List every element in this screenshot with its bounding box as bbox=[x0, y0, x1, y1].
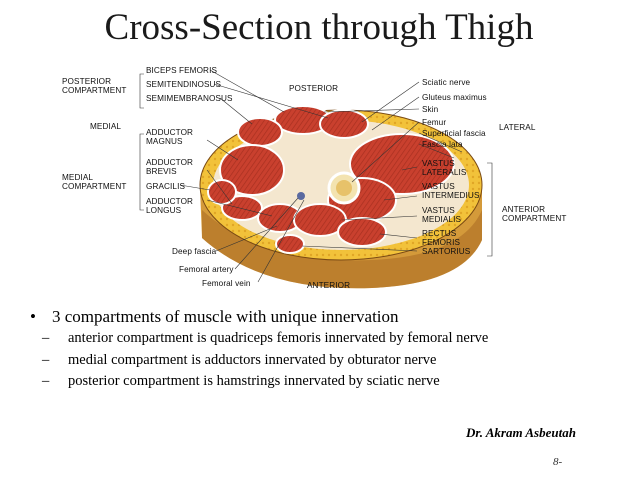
label-femur: Femur bbox=[422, 118, 446, 127]
sub-bullet: – posterior compartment is hamstrings in… bbox=[42, 371, 620, 393]
label-rectus-femoris-2: FEMORIS bbox=[422, 238, 460, 247]
label-vastus-intermedius-2: INTERMEDIUS bbox=[422, 191, 480, 200]
bullet-main-text: 3 compartments of muscle with unique inn… bbox=[52, 307, 399, 326]
sub-bullet-text: medial compartment is adductors innervat… bbox=[68, 351, 437, 368]
label-vastus-intermedius-1: VASTUS bbox=[422, 182, 455, 191]
sub-bullet-text: posterior compartment is hamstrings inne… bbox=[68, 373, 440, 389]
thigh-cross-section-diagram: POSTERIOR COMPARTMENT MEDIAL MEDIAL COMP… bbox=[62, 66, 566, 290]
label-vastus-medialis-1: VASTUS bbox=[422, 206, 455, 215]
dash-icon: – bbox=[42, 351, 50, 368]
label-posterior-compartment-2: COMPARTMENT bbox=[62, 86, 126, 95]
author-credit: Dr. Akram Asbeutah bbox=[466, 425, 576, 440]
label-femoral-vein: Femoral vein bbox=[202, 279, 251, 288]
bullet-list: • 3 compartments of muscle with unique i… bbox=[30, 306, 620, 393]
sub-bullet: – medial compartment is adductors innerv… bbox=[42, 350, 620, 372]
label-skin: Skin bbox=[422, 105, 439, 114]
label-vastus-lateralis-1: VASTUS bbox=[422, 159, 455, 168]
semitendinosus-muscle bbox=[319, 109, 369, 139]
label-medial-compartment-1: MEDIAL bbox=[62, 173, 93, 182]
sub-bullet-text: anterior compartment is quadriceps femor… bbox=[68, 330, 489, 346]
label-vastus-lateralis-2: LATERALIS bbox=[422, 168, 467, 177]
label-medial: MEDIAL bbox=[90, 122, 121, 131]
label-adductor-brevis-2: BREVIS bbox=[146, 167, 177, 176]
leader-lines bbox=[139, 69, 493, 283]
label-fascia-lata: Fascia lata bbox=[422, 140, 463, 149]
semimembranosus-muscle bbox=[237, 117, 283, 147]
femoral-vessel bbox=[297, 192, 305, 200]
adductor-brevis-muscle bbox=[221, 195, 263, 221]
label-posterior: POSTERIOR bbox=[289, 84, 338, 93]
label-semimembranosus: SEMIMEMBRANOSUS bbox=[146, 94, 233, 103]
bullet-dot-icon: • bbox=[30, 307, 36, 326]
bullet-main: • 3 compartments of muscle with unique i… bbox=[30, 306, 620, 328]
page-number: 8- bbox=[553, 456, 563, 468]
label-anterior-compartment-2: COMPARTMENT bbox=[502, 214, 566, 223]
label-medial-compartment-2: COMPARTMENT bbox=[62, 182, 126, 191]
dash-icon: – bbox=[42, 373, 50, 389]
label-femoral-artery: Femoral artery bbox=[179, 265, 234, 274]
label-deep-fascia: Deep fascia bbox=[172, 247, 217, 256]
label-anterior-compartment-1: ANTERIOR bbox=[502, 205, 545, 214]
label-adductor-brevis-1: ADDUCTOR bbox=[146, 158, 193, 167]
muscle-groups bbox=[207, 105, 455, 254]
label-gluteus-maximus: Gluteus maximus bbox=[422, 93, 487, 102]
sub-bullet: – anterior compartment is quadriceps fem… bbox=[42, 328, 620, 350]
label-adductor-longus-1: ADDUCTOR bbox=[146, 197, 193, 206]
label-rectus-femoris-1: RECTUS bbox=[422, 229, 457, 238]
label-gracilis: GRACILIS bbox=[146, 182, 185, 191]
adductor-magnus-muscle bbox=[219, 144, 285, 196]
label-biceps-femoris: BICEPS FEMORIS bbox=[146, 66, 217, 75]
sartorius-muscle bbox=[275, 234, 305, 254]
label-adductor-magnus-1: ADDUCTOR bbox=[146, 128, 193, 137]
label-lateral: LATERAL bbox=[499, 123, 536, 132]
label-superficial-fascia: Superficial fascia bbox=[422, 129, 486, 138]
dash-icon: – bbox=[42, 330, 50, 346]
label-adductor-magnus-2: MAGNUS bbox=[146, 137, 183, 146]
label-sciatic-nerve: Sciatic nerve bbox=[422, 78, 471, 87]
label-semitendinosus: SEMITENDINOSUS bbox=[146, 80, 222, 89]
gracilis-muscle bbox=[207, 179, 237, 205]
label-anterior: ANTERIOR bbox=[307, 281, 350, 290]
label-vastus-medialis-2: MEDIALIS bbox=[422, 215, 461, 224]
label-posterior-compartment-1: POSTERIOR bbox=[62, 77, 111, 86]
label-sartorius: SARTORIUS bbox=[422, 247, 471, 256]
slide-title: Cross-Section through Thigh bbox=[104, 7, 534, 48]
label-adductor-longus-2: LONGUS bbox=[146, 206, 182, 215]
rectus-femoris-muscle bbox=[337, 217, 387, 247]
figure-labels: POSTERIOR COMPARTMENT MEDIAL MEDIAL COMP… bbox=[62, 66, 566, 290]
thigh-cross-section-figure: POSTERIOR COMPARTMENT MEDIAL MEDIAL COMP… bbox=[62, 60, 582, 292]
